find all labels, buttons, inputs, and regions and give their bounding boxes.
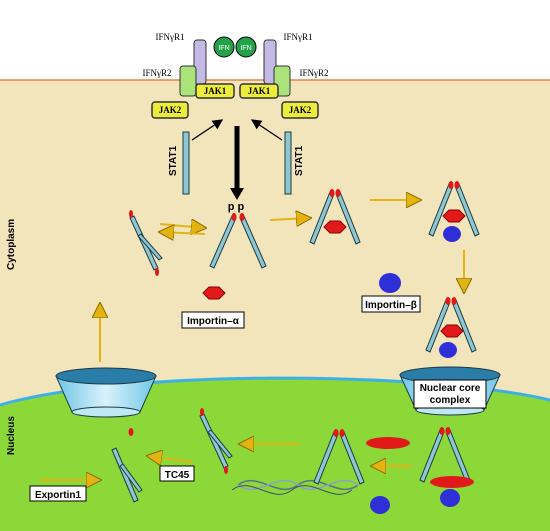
released-phosphate bbox=[128, 428, 134, 436]
importin-alpha-label: Importin–α bbox=[187, 316, 240, 327]
ifngr2-left-label: IFNγR2 bbox=[143, 68, 172, 78]
dimer-importin-alpha bbox=[309, 189, 361, 245]
dna-helix bbox=[231, 479, 359, 495]
importin-beta-label: Importin–β bbox=[365, 300, 417, 311]
nuclear-import-complex bbox=[419, 427, 474, 507]
import-complex-top bbox=[428, 181, 480, 242]
ifn-ligand-b bbox=[235, 36, 257, 58]
jak1-left bbox=[195, 83, 235, 99]
stat-recruit-arrow-right bbox=[250, 119, 283, 141]
npc-label-1: Nuclear core bbox=[420, 383, 481, 394]
ifn-label-b: IFN bbox=[240, 45, 251, 52]
ifn-label-a: IFN bbox=[218, 45, 229, 52]
importin-beta-box bbox=[361, 295, 421, 313]
ifngr2-left bbox=[179, 65, 197, 97]
cytoplasm-label: Cytoplasm bbox=[6, 219, 17, 270]
jak2-left bbox=[151, 101, 189, 119]
receptor-complex: IFN IFN IFNγR1 IFNγR1 IFNγR2 IFNγR2 JAK1… bbox=[143, 32, 329, 119]
nuclear-pore-complex-right: Nuclear core complex bbox=[399, 366, 501, 416]
stat1-dimer-dna bbox=[313, 429, 365, 485]
nucleus-label: Nucleus bbox=[6, 416, 17, 455]
jak2-left-label: JAK2 bbox=[159, 105, 182, 115]
nuclear-pore-complex-left bbox=[55, 367, 157, 418]
tc45-box bbox=[159, 465, 195, 482]
stat1-left-label: STAT1 bbox=[168, 145, 179, 176]
stat1-phospho-dimer: p p bbox=[209, 201, 267, 269]
npc-label-2: complex bbox=[430, 395, 471, 406]
importin-alpha-nuclear bbox=[366, 437, 410, 449]
to-importin-alpha-arrow bbox=[269, 218, 310, 220]
phosphorylation-arrowhead bbox=[230, 188, 244, 200]
to-exportin-arrow bbox=[148, 456, 193, 462]
jak1-left-label: JAK1 bbox=[204, 86, 227, 96]
importin-alpha-hexagon bbox=[202, 286, 226, 300]
exportin-label: Exportin1 bbox=[35, 490, 82, 501]
stat1-antiparallel-dimer bbox=[129, 210, 163, 276]
jak1-right-label: JAK1 bbox=[248, 86, 271, 96]
ifngr1-left-label: IFNγR1 bbox=[156, 32, 185, 42]
ifngr2-right-label: IFNγR2 bbox=[300, 68, 329, 78]
tc45-label: TC45 bbox=[165, 470, 190, 481]
exportin-box bbox=[29, 485, 87, 502]
ifn-ligand-a bbox=[213, 36, 235, 58]
importin-alpha-box bbox=[181, 311, 245, 329]
jak2-right bbox=[281, 101, 319, 119]
jak1-right bbox=[239, 83, 279, 99]
stat1-monomer-right bbox=[284, 131, 292, 195]
stat1-monomer-left bbox=[182, 131, 190, 195]
stat-recruit-arrow-left bbox=[191, 119, 224, 141]
dephospho-dimer bbox=[199, 408, 233, 474]
importin-beta-circle bbox=[379, 273, 401, 293]
dimer-exchange-arrow-left bbox=[160, 232, 206, 234]
jak2-right-label: JAK2 bbox=[289, 105, 312, 115]
importin-beta-nuclear bbox=[370, 496, 390, 514]
phospho-label: p p bbox=[228, 201, 245, 213]
import-complex-npc bbox=[425, 297, 477, 358]
stat1-dimer-exportin bbox=[111, 447, 143, 503]
ifngr1-right-label: IFNγR1 bbox=[284, 32, 313, 42]
nucleus-region bbox=[0, 378, 550, 531]
stat1-right-label: STAT1 bbox=[294, 145, 305, 176]
